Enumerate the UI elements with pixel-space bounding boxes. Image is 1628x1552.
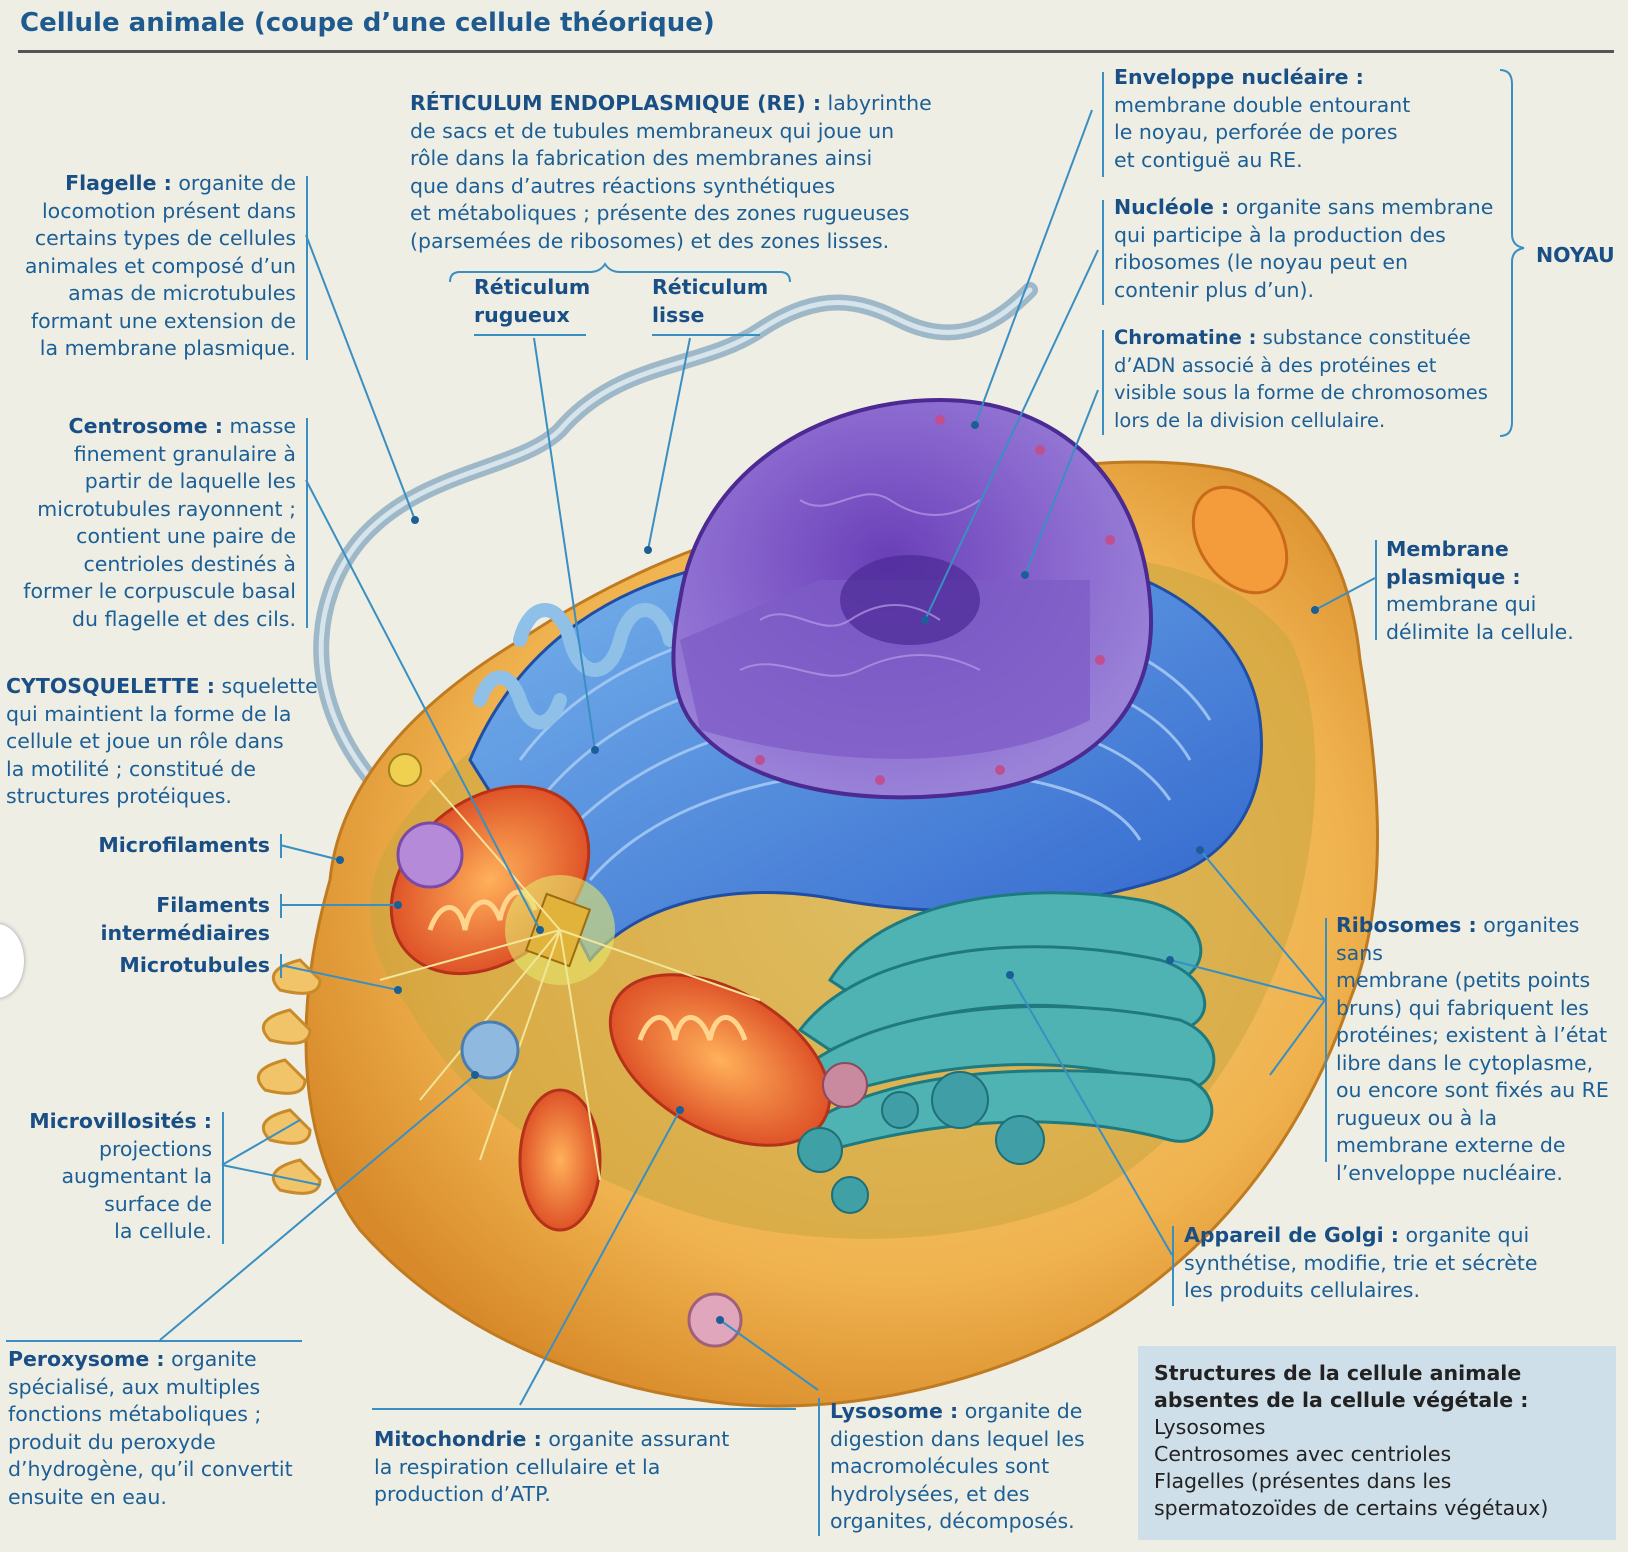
desc-cytosquelette: squelette qui maintient la forme de la c… [6,674,318,808]
desc-lysosome: organite de digestion dans lequel les ma… [830,1399,1085,1533]
term-nucleole: Nucléole : [1114,195,1230,219]
desc-flagelle: organite de locomotion présent dans cert… [24,171,296,360]
label-microvillosites: Microvillosités : projections augmentant… [0,1108,212,1246]
desc-nucleole: organite sans membrane qui participe à l… [1114,195,1494,302]
term-re-lisse: Réticulum lisse [652,275,769,327]
desc-ribosomes: organites sans membrane (petits points b… [1336,913,1609,1185]
term-chromatine: Chromatine : [1114,326,1257,349]
microvilli [256,958,322,1195]
centriole-top [388,753,422,787]
label-noyau: NOYAU [1536,242,1626,270]
info-box-items: Lysosomes Centrosomes avec centrioles Fl… [1154,1415,1549,1520]
term-microfilaments: Microfilaments [98,833,270,857]
term-microtubules: Microtubules [119,953,270,977]
bar-enveloppe [1102,72,1104,177]
lysosome-bottom [687,1292,743,1348]
label-flagelle: Flagelle : organite de locomotion présen… [0,170,296,363]
vesicle-teal-1 [797,1127,843,1173]
bar-golgi [1172,1226,1174,1306]
nucleus-cut [680,580,1090,759]
label-cytosquelette: CYTOSQUELETTE : squelette qui maintient … [6,673,326,811]
bar-flagelle [306,176,308,360]
nuclear-pores [755,415,1115,785]
mitochondrion-lower [608,973,832,1147]
term-enveloppe: Enveloppe nucléaire : [1114,65,1364,89]
rule-peroxysome [6,1340,302,1342]
label-nucleole: Nucléole : organite sans membrane qui pa… [1114,194,1494,304]
microtubules-rays [379,779,761,1181]
vesicle-pink [822,1062,868,1108]
desc-golgi: organite qui synthétise, modifie, trie e… [1184,1223,1538,1302]
bar-chromatine [1102,330,1104,435]
desc-centrosome: masse finement granulaire à partir de la… [23,414,296,631]
term-mitochondrie: Mitochondrie : [374,1427,542,1451]
bar-membrane [1375,540,1377,640]
label-re: RÉTICULUM ENDOPLASMIQUE (RE) : labyrinth… [410,90,950,255]
figure-title: Cellule animale (coupe d’une cellule thé… [20,8,715,38]
info-box: Structures de la cellule animale absente… [1138,1346,1616,1540]
label-filaments-intermediaires: Filaments intermédiaires [0,892,270,947]
chromatin [739,493,981,677]
term-peroxysome: Peroxysome : [8,1347,165,1371]
term-noyau: NOYAU [1536,243,1615,267]
desc-peroxysome: organite spécialisé, aux multiples fonct… [8,1347,293,1509]
label-centrosome: Centrosome : masse finement granulaire à… [0,413,296,633]
bar-microfilaments [280,834,282,858]
bar-lysosome [818,1398,820,1536]
term-flagelle: Flagelle : [65,171,172,195]
term-re: RÉTICULUM ENDOPLASMIQUE (RE) : [410,91,822,115]
lysosome-purple [396,821,464,889]
label-membrane: Membrane plasmique : membrane qui délimi… [1386,536,1616,646]
rule-mitochondrie [372,1408,796,1410]
bar-nucleole [1102,200,1104,305]
vesicle-teal-2 [831,1176,869,1214]
label-lysosome: Lysosome : organite de digestion dans le… [830,1398,1130,1536]
term-cytosquelette: CYTOSQUELETTE : [6,674,215,698]
bar-filaments [280,894,282,918]
desc-membrane: membrane qui délimite la cellule. [1386,592,1574,644]
desc-chromatine: substance constituée d’ADN associé à des… [1114,326,1488,432]
term-re-rugueux: Réticulum rugueux [474,275,591,327]
bar-microvillosites [222,1112,224,1244]
label-chromatine: Chromatine : substance constituée d’ADN … [1114,324,1494,434]
bar-microtubules [280,954,282,978]
label-peroxysome: Peroxysome : organite spécialisé, aux mu… [8,1346,338,1511]
label-microtubules: Microtubules [0,952,270,980]
desc-mitochondrie: organite assurant la respiration cellula… [374,1427,730,1506]
rule-re-lisse [652,334,760,336]
info-box-heading: Structures de la cellule animale absente… [1154,1361,1529,1412]
term-microvillosites: Microvillosités : [29,1109,212,1133]
desc-enveloppe: membrane double entourant le noyau, perf… [1114,92,1411,172]
label-re-lisse: Réticulum lisse [652,274,792,329]
golgi-vesicles [881,1071,1045,1165]
nucleolus [840,555,980,645]
peroxisome-upper [1191,485,1289,595]
mitochondrion-bottom [518,1088,602,1232]
desc-microvillosites: projections augmentant la surface de la … [61,1136,212,1243]
term-ribosomes: Ribosomes : [1336,913,1477,937]
term-filaments-intermediaires: Filaments intermédiaires [100,893,270,945]
smooth-er [473,603,677,730]
leader-lines [159,109,1376,1406]
label-mitochondrie: Mitochondrie : organite assurant la resp… [374,1426,794,1509]
label-microfilaments: Microfilaments [0,832,270,860]
bar-ribosomes [1325,918,1327,1162]
golgi-apparatus [787,891,1216,1152]
label-re-rugueux: Réticulum rugueux [474,274,614,329]
term-lysosome: Lysosome : [830,1399,959,1423]
term-golgi: Appareil de Golgi : [1184,1223,1399,1247]
leader-dots [336,421,1319,1324]
rule-re-rugueux [474,334,586,336]
peroxisome-blue [460,1020,520,1080]
desc-re: labyrinthe de sacs et de tubules membran… [410,91,932,253]
title-rule [18,50,1614,53]
term-centrosome: Centrosome : [68,414,223,438]
label-ribosomes: Ribosomes : organites sans membrane (pet… [1336,912,1628,1187]
term-membrane: Membrane plasmique : [1386,537,1521,589]
bar-centrosome [306,418,308,628]
label-golgi: Appareil de Golgi : organite qui synthét… [1184,1222,1614,1305]
noyau-brace [1499,69,1525,437]
label-enveloppe: Enveloppe nucléaire : membrane double en… [1114,64,1494,174]
